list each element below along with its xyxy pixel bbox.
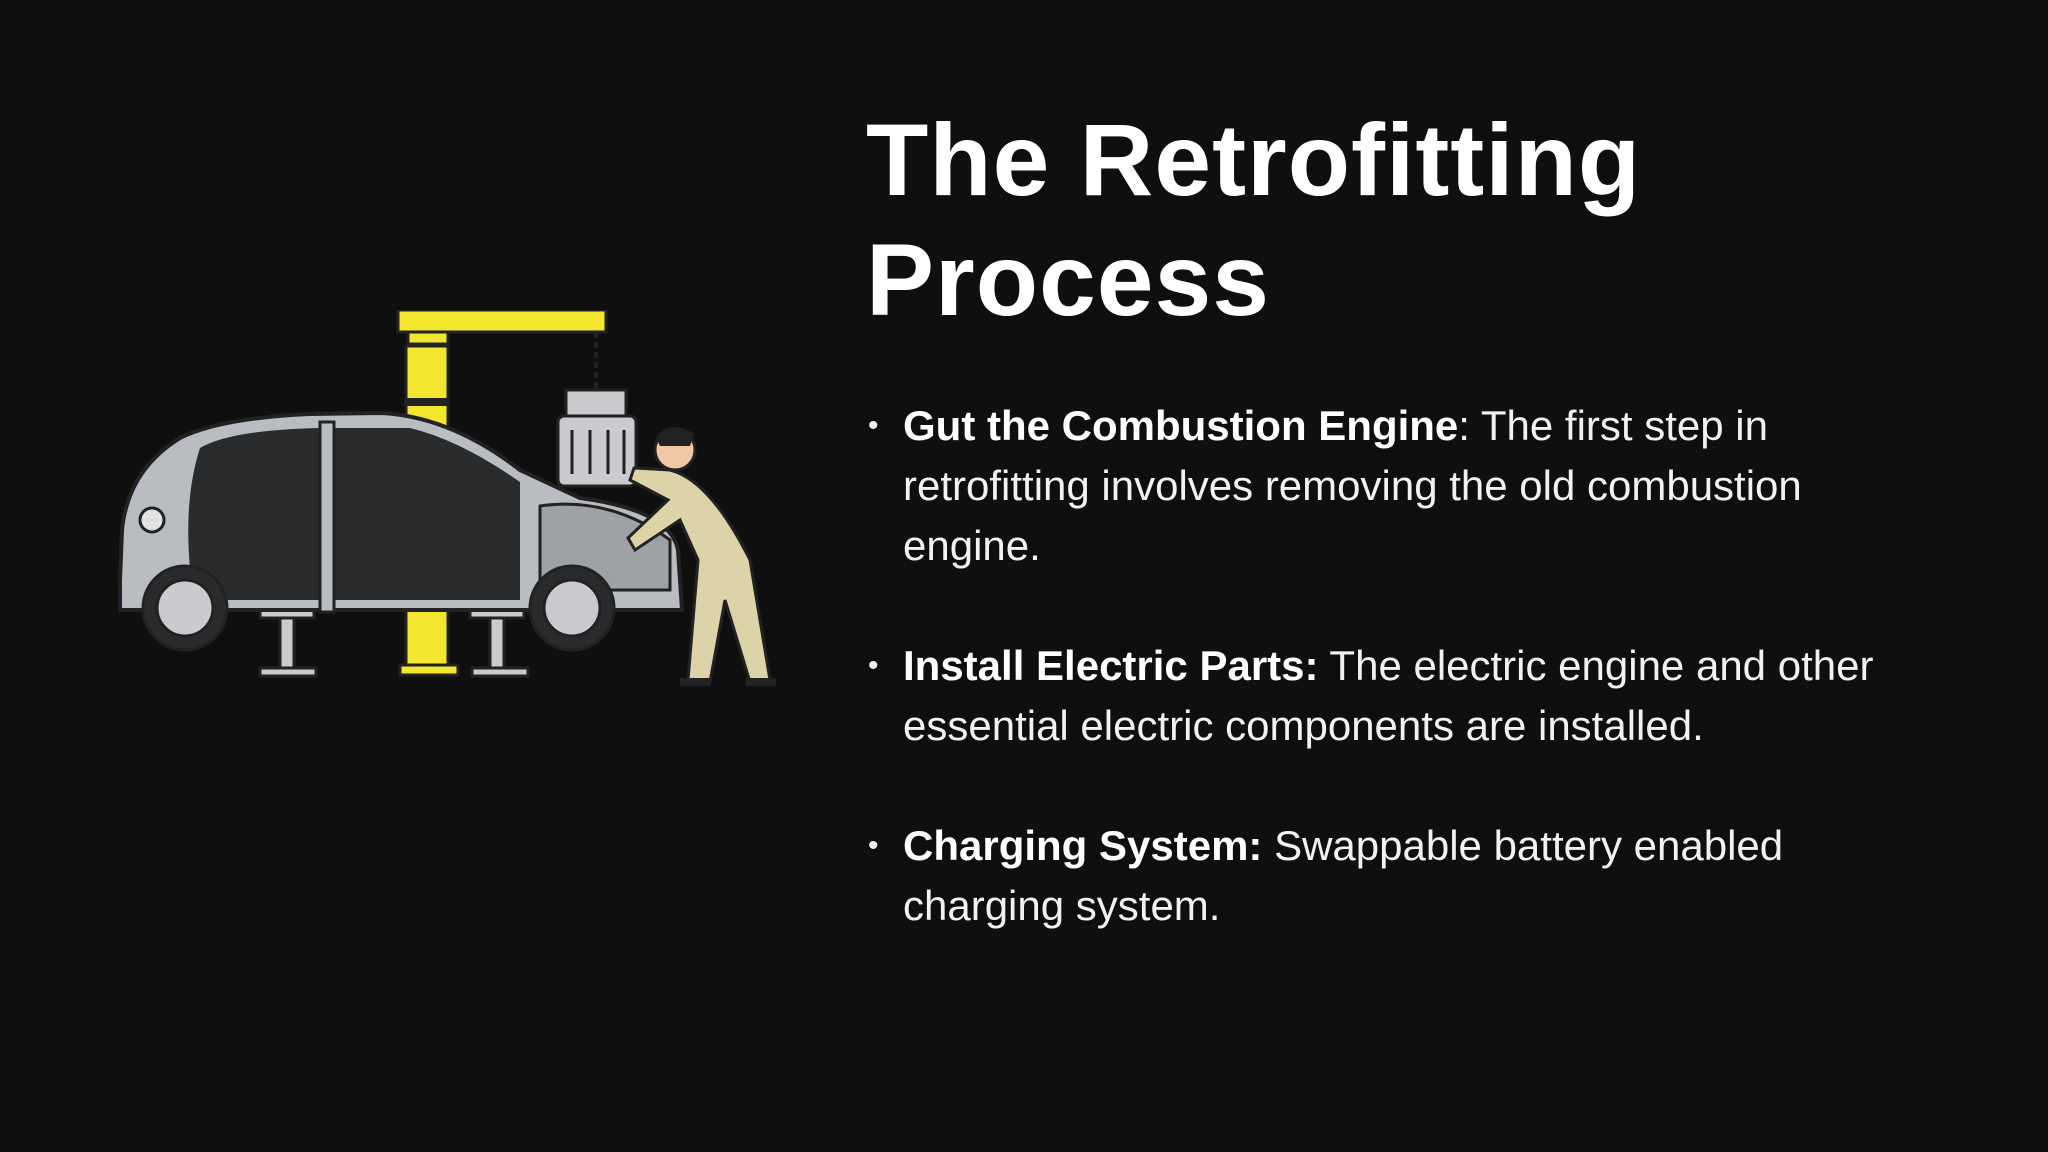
bullet-item: • Charging System: Swappable battery ena…: [866, 816, 1913, 936]
slide-title: The Retrofitting Process: [866, 103, 1642, 337]
bullet-dot-icon: •: [868, 829, 879, 862]
bullet-text: Swappable battery enabled charging syste…: [903, 822, 1784, 929]
worker-icon: [626, 426, 776, 686]
car-stand-right: [468, 606, 530, 678]
bullet-list: • Gut the Combustion Engine: The first s…: [866, 396, 1966, 936]
bullet-dot-icon: •: [868, 409, 879, 442]
bullet-dot-icon: •: [868, 649, 879, 682]
bullet-text: The electric engine and other essential …: [903, 642, 1874, 749]
bullet-separator: :: [1458, 402, 1470, 449]
car-icon: [118, 410, 685, 652]
car-stand-left: [258, 606, 318, 678]
bullet-item: • Gut the Combustion Engine: The first s…: [866, 396, 1913, 576]
bullet-text: The first step in retrofitting involves …: [903, 402, 1802, 569]
content-panel: The Retrofitting Process • Gut the Combu…: [866, 100, 1966, 996]
bullet-term: Charging System:: [903, 822, 1263, 869]
bullet-term: Install Electric Parts:: [903, 642, 1319, 689]
bullet-item: • Install Electric Parts: The electric e…: [866, 636, 1913, 756]
bullet-term: Gut the Combustion Engine: [903, 402, 1459, 449]
engine-icon: [556, 388, 638, 488]
car-retrofit-illustration-icon: [118, 310, 776, 686]
